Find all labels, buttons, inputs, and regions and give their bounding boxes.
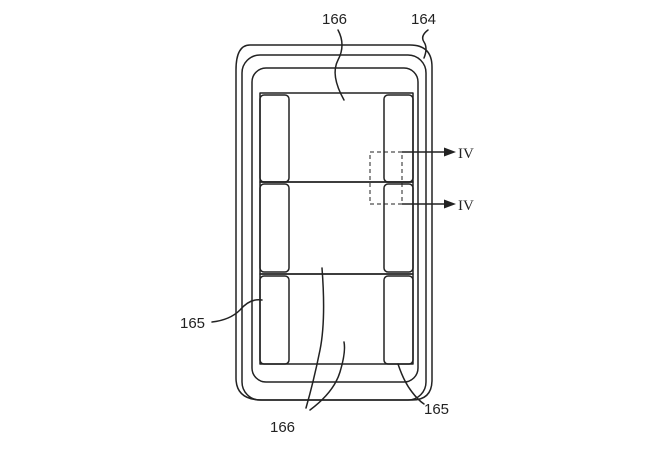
display-panel-middle [259, 181, 414, 275]
section-arrow-lower [402, 199, 456, 209]
leader-165-left [211, 298, 263, 323]
left-strip-middle [259, 183, 290, 273]
left-strip-bottom [259, 275, 290, 365]
label-166-bottom: 166 [270, 419, 295, 436]
right-strip-bottom [383, 275, 414, 365]
right-strip-middle [383, 183, 414, 273]
label-166-top: 166 [322, 11, 347, 28]
left-strip-top [259, 94, 290, 183]
label-section-lower: IV [458, 198, 474, 214]
label-164: 164 [411, 11, 436, 28]
display-panel-top [259, 92, 414, 183]
right-strip-top [383, 94, 414, 183]
label-section-upper: IV [458, 146, 474, 162]
leader-166-bottom-a [305, 267, 325, 409]
label-165-left: 165 [180, 315, 205, 332]
leader-164 [421, 29, 429, 59]
leader-166-bottom-b [309, 341, 346, 411]
device-housing [241, 54, 427, 401]
label-165-right: 165 [424, 401, 449, 418]
device-back-outline [235, 44, 433, 401]
section-arrow-upper [402, 147, 456, 157]
leader-165-right [397, 363, 425, 405]
section-box [369, 151, 403, 205]
inner-bezel [251, 67, 419, 383]
display-panel-bottom [259, 273, 414, 365]
leader-166-top [334, 29, 345, 101]
